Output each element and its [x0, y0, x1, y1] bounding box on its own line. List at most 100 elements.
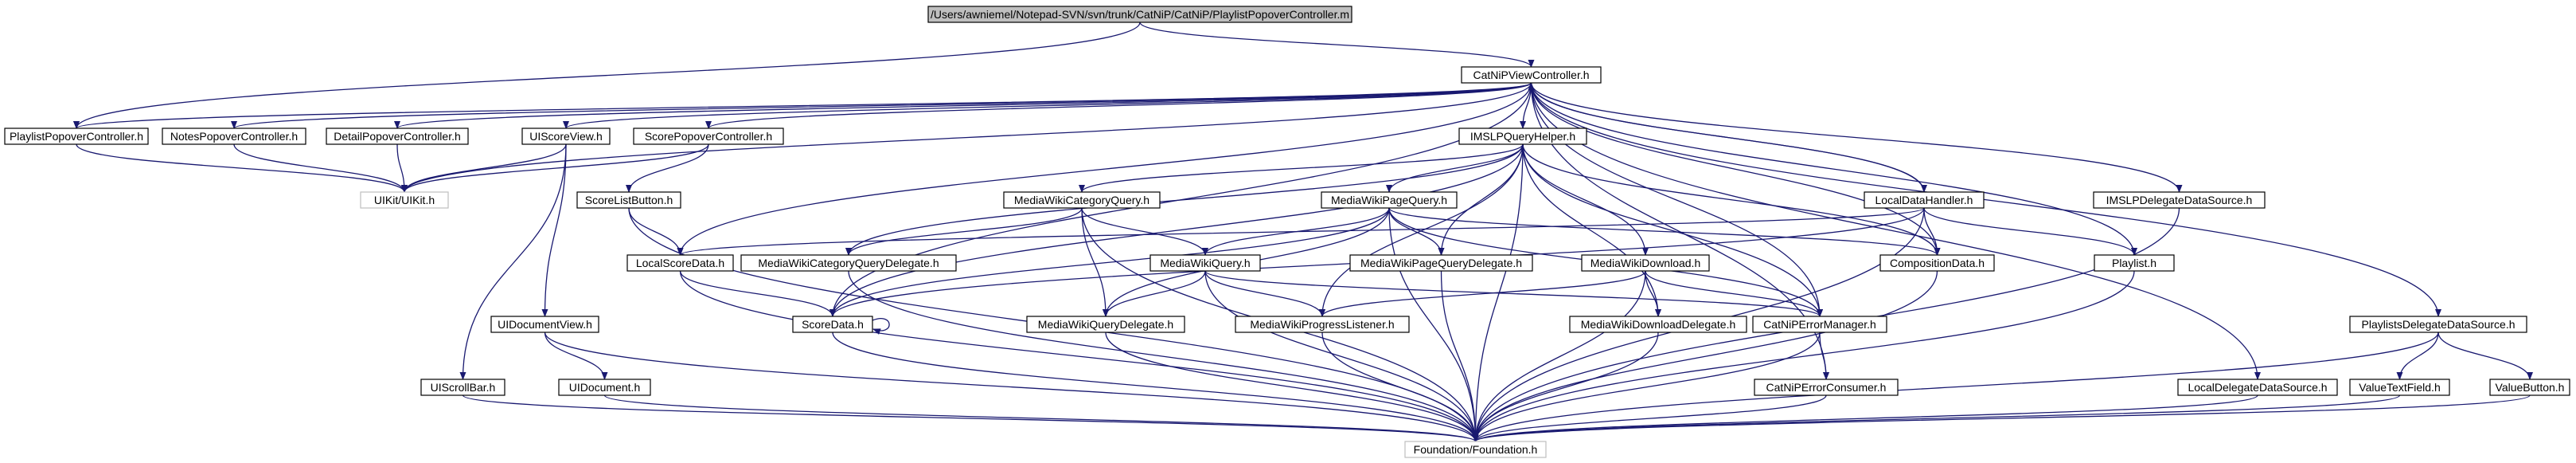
edge-mwdownload-to-catniperrormanager — [1645, 270, 1823, 317]
node-box — [1321, 191, 1458, 209]
edge-catnipvc-to-notespc — [231, 82, 1532, 129]
edge-imslpqh-to-mwdownload — [1522, 143, 1649, 256]
edge-localdelegateds-to-foundation — [1472, 394, 2258, 442]
node-box — [162, 128, 306, 145]
node-label: ValueButton.h — [2496, 381, 2565, 394]
edge-root-to-catnipvc — [1139, 22, 1535, 68]
edge-imslpqh-to-compositiondata — [1522, 143, 1941, 256]
node-box — [2177, 379, 2338, 396]
node-label: UIDocument.h — [569, 381, 640, 394]
edge-mwcategoryquery-to-mwcategoryqd — [845, 207, 1083, 256]
node-label: CatNiPErrorConsumer.h — [1766, 381, 1887, 394]
node-playlist[interactable]: Playlist.h — [2094, 254, 2175, 272]
node-localdatahandler[interactable]: LocalDataHandler.h — [1864, 191, 1985, 209]
node-mwcategoryquery[interactable]: MediaWikiCategoryQuery.h — [1003, 191, 1161, 209]
node-mwdownload[interactable]: MediaWikiDownload.h — [1581, 254, 1710, 272]
node-box — [1879, 254, 1995, 272]
node-compositiondata[interactable]: CompositionData.h — [1879, 254, 1995, 272]
edge-imslpqh-to-mwcategoryqd — [845, 143, 1524, 256]
node-label: Playlist.h — [2112, 257, 2156, 269]
edge-playlistsdelegateds-to-valuetextfield — [2396, 332, 2439, 380]
edge-catnipvc-to-uikit — [401, 82, 1532, 193]
node-catniperrormanager[interactable]: CatNiPErrorManager.h — [1752, 316, 1887, 333]
node-scoredata[interactable]: ScoreData.h — [792, 316, 873, 333]
edge-catnipvc-to-uiscoreview — [563, 82, 1532, 129]
node-catnipvc[interactable]: CatNiPViewController.h — [1461, 66, 1602, 84]
edge-playlistsdelegateds-to-valuebutton — [2437, 332, 2533, 380]
edge-catnipvc-to-localdelegateds — [1530, 82, 2261, 380]
edge-localdatahandler-to-playlist — [1923, 207, 2137, 256]
edge-compositiondata-to-foundation — [1472, 270, 1938, 442]
node-uidocument[interactable]: UIDocument.h — [558, 379, 651, 396]
node-box — [1569, 316, 1747, 333]
node-label: ScoreData.h — [802, 318, 864, 331]
edge-mwcategoryquery-to-mwquerydelegate — [1081, 207, 1109, 317]
node-uiscoreview[interactable]: UIScoreView.h — [521, 128, 611, 145]
node-localdelegateds[interactable]: LocalDelegateDataSource.h — [2177, 379, 2338, 396]
node-label: UIScrollBar.h — [431, 381, 496, 394]
node-box — [633, 128, 784, 145]
edge-uiscoreview-to-uikit — [401, 143, 567, 193]
edge-mwdownload-to-foundation — [1472, 270, 1646, 442]
node-uidocumentview[interactable]: UIDocumentView.h — [490, 316, 599, 333]
node-localscoredata[interactable]: LocalScoreData.h — [626, 254, 734, 272]
node-mwquerydelegate[interactable]: MediaWikiQueryDelegate.h — [1026, 316, 1185, 333]
node-box — [626, 254, 734, 272]
node-mwpagequery[interactable]: MediaWikiPageQuery.h — [1321, 191, 1458, 209]
node-label: ScoreListButton.h — [585, 194, 673, 206]
edge-mwcategoryquery-to-mwquery — [1081, 207, 1208, 256]
node-mwprogresslistener[interactable]: MediaWikiProgressListener.h — [1235, 316, 1410, 333]
node-mwpageqd[interactable]: MediaWikiPageQueryDelegate.h — [1349, 254, 1533, 272]
edge-catnipvc-to-localscoredata — [677, 82, 1532, 256]
node-box — [927, 6, 1352, 23]
node-box — [1754, 379, 1899, 396]
edge-mwquery-to-mwquerydelegate — [1103, 270, 1206, 317]
node-scorelistbutton[interactable]: ScoreListButton.h — [576, 191, 681, 209]
edge-imslpqh-to-mwcategoryquery — [1079, 143, 1524, 193]
node-box — [1003, 191, 1161, 209]
node-box — [1581, 254, 1710, 272]
node-playlistsdelegateds[interactable]: PlaylistsDelegateDataSource.h — [2349, 316, 2527, 333]
node-uiscrollbar[interactable]: UIScrollBar.h — [420, 379, 505, 396]
node-label: MediaWikiProgressListener.h — [1250, 318, 1394, 331]
node-box — [2349, 316, 2527, 333]
edge-catnipvc-to-catniperrormanager — [1530, 82, 1823, 317]
node-mwquery[interactable]: MediaWikiQuery.h — [1149, 254, 1261, 272]
node-box — [1349, 254, 1533, 272]
node-box — [360, 191, 449, 209]
node-box — [1458, 128, 1587, 145]
node-label: UIScoreView.h — [529, 130, 603, 143]
edge-imslpqh-to-scoredata — [829, 143, 1524, 317]
edge-playlist-to-foundation — [1472, 270, 2135, 442]
edge-catniperrormanager-to-foundation — [1472, 332, 1821, 442]
node-box — [2093, 191, 2266, 209]
node-box — [792, 316, 873, 333]
node-mwcategoryqd[interactable]: MediaWikiCategoryQueryDelegate.h — [740, 254, 957, 272]
edge-localdatahandler-to-localscoredata — [677, 207, 1925, 256]
node-valuebutton[interactable]: ValueButton.h — [2489, 379, 2570, 396]
edge-scorelistbutton-to-localscoredata — [628, 207, 684, 256]
edge-mwdownload-to-mwdownloaddelegate — [1645, 270, 1661, 317]
node-notespc[interactable]: NotesPopoverController.h — [162, 128, 306, 145]
node-label: MediaWikiCategoryQuery.h — [1014, 194, 1149, 206]
node-box — [521, 128, 611, 145]
edge-mwpagequery-to-scoredata — [829, 207, 1390, 317]
edge-catnipvc-to-playlistsdelegateds — [1530, 82, 2441, 317]
node-root[interactable]: /Users/awniemel/Notepad-SVN/svn/trunk/Ca… — [927, 6, 1352, 23]
node-scorepc[interactable]: ScorePopoverController.h — [633, 128, 784, 145]
node-box — [1461, 66, 1602, 84]
edge-valuetextfield-to-foundation — [1472, 394, 2401, 442]
node-box — [420, 379, 505, 396]
node-imslpdelegateds[interactable]: IMSLPDelegateDataSource.h — [2093, 191, 2266, 209]
node-valuetextfield[interactable]: ValueTextField.h — [2349, 379, 2450, 396]
node-playlistpc[interactable]: PlaylistPopoverController.h — [4, 128, 149, 145]
node-detailpc[interactable]: DetailPopoverController.h — [326, 128, 469, 145]
node-label: LocalScoreData.h — [636, 257, 724, 269]
node-label: CatNiPErrorManager.h — [1763, 318, 1876, 331]
node-label: IMSLPDelegateDataSource.h — [2106, 194, 2253, 206]
node-mwdownloaddelegate[interactable]: MediaWikiDownloadDelegate.h — [1569, 316, 1747, 333]
node-box — [1864, 191, 1985, 209]
node-imslpqh[interactable]: IMSLPQueryHelper.h — [1458, 128, 1587, 145]
edge-localdatahandler-to-catnipvc — [1528, 82, 1925, 193]
node-catniperrorconsumer[interactable]: CatNiPErrorConsumer.h — [1754, 379, 1899, 396]
